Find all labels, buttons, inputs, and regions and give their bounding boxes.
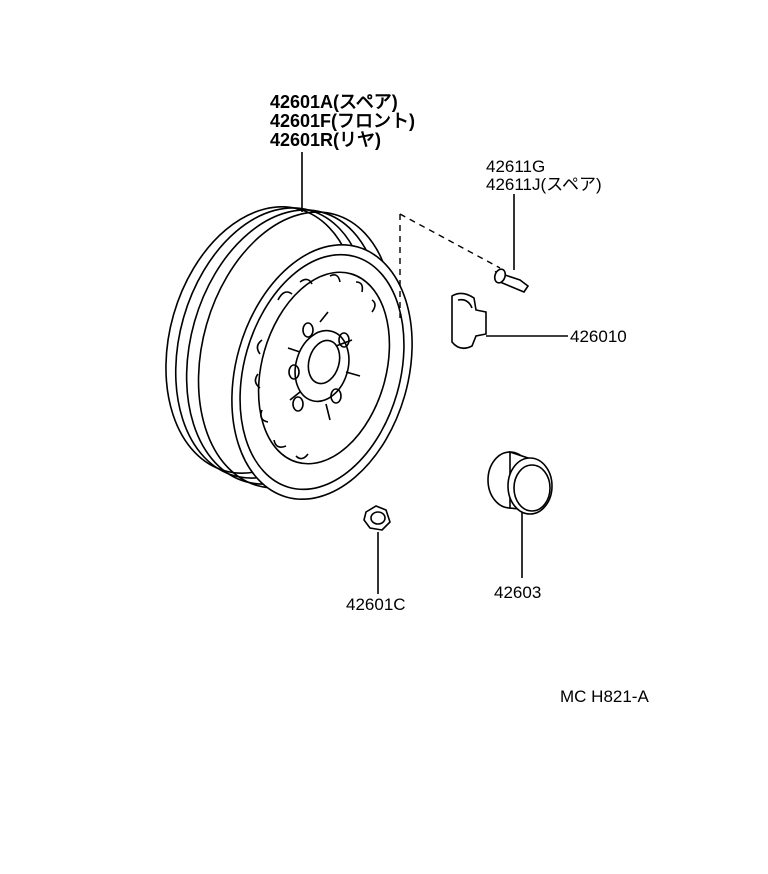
label-wheel-rear: 42601R(リヤ) (270, 130, 381, 150)
lug-nut-drawing (363, 505, 391, 531)
hub-cap-drawing (487, 450, 553, 515)
valve-alignment-dash (399, 213, 501, 318)
valve-stem-drawing (493, 268, 530, 293)
label-valve-g: 42611G (486, 157, 545, 176)
label-lug-nut: 42601C (346, 595, 406, 614)
reference-code: MC H821-A (560, 687, 649, 706)
label-hub-cap: 42603 (494, 583, 541, 602)
label-wheel-front: 42601F(フロント) (270, 111, 415, 131)
balance-weight-drawing (451, 292, 487, 350)
label-wheel-spare: 42601A(スペア) (270, 92, 398, 112)
label-balance-weight: 426010 (570, 327, 627, 346)
label-valve-j: 42611J(スペア) (486, 175, 602, 194)
wheel-drawing (165, 206, 413, 500)
